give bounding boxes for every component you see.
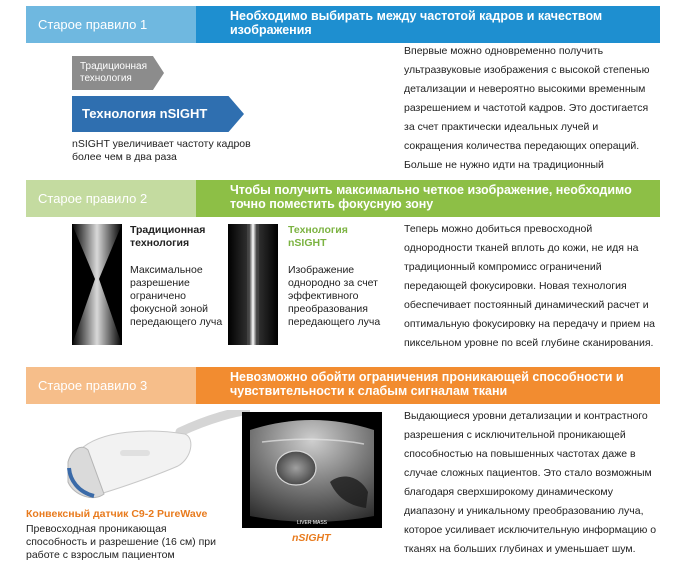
rule3-heading: Невозможно обойти ограничения проникающе…	[196, 367, 660, 404]
probe-title: Конвексный датчик C9-2 PureWave	[26, 508, 208, 520]
rule1-body: Впервые можно одновременно получить ульт…	[404, 45, 650, 190]
scan-label: LIVER MASS	[297, 520, 328, 526]
nsight-beam-image	[228, 224, 278, 345]
traditional-tech-arrow: Традиционная технология	[72, 56, 164, 90]
ultrasound-scan-image: LIVER MASS	[242, 412, 382, 528]
rule3-band: Старое правило 3 Невозможно обойти огран…	[26, 367, 660, 404]
rule3-old-label: Старое правило 3	[26, 367, 196, 404]
rule2-old-label: Старое правило 2	[26, 180, 196, 217]
rule2-heading: Чтобы получить максимально четкое изобра…	[196, 180, 660, 217]
traditional-desc: Максимальное разрешение ограничено фокус…	[130, 264, 223, 328]
nsight-tech-arrow: Технология nSIGHT	[72, 96, 244, 132]
traditional-beam-image	[72, 224, 122, 345]
scan-caption: nSIGHT	[292, 532, 331, 544]
rule1-old-label: Старое правило 1	[26, 6, 196, 43]
rule3-body: Выдающиеся уровни детализации и контраст…	[404, 410, 657, 555]
rule1-band: Старое правило 1 Необходимо выбирать меж…	[26, 6, 660, 43]
traditional-title: Традиционная технология	[130, 224, 206, 249]
probe-desc: Превосходная проникающая способность и р…	[26, 523, 216, 561]
rule1-caption: nSIGHT увеличивает частоту кадров более …	[72, 138, 251, 163]
nsight-title: Технология nSIGHT	[288, 224, 348, 249]
rule2-band: Старое правило 2 Чтобы получить максимал…	[26, 180, 660, 217]
rule1-heading: Необходимо выбирать между частотой кадро…	[196, 6, 660, 43]
nsight-desc: Изображение однородно за счет эффективно…	[288, 264, 381, 328]
rule2-body: Теперь можно добиться превосходной однор…	[404, 223, 655, 349]
probe-icon	[67, 410, 250, 498]
